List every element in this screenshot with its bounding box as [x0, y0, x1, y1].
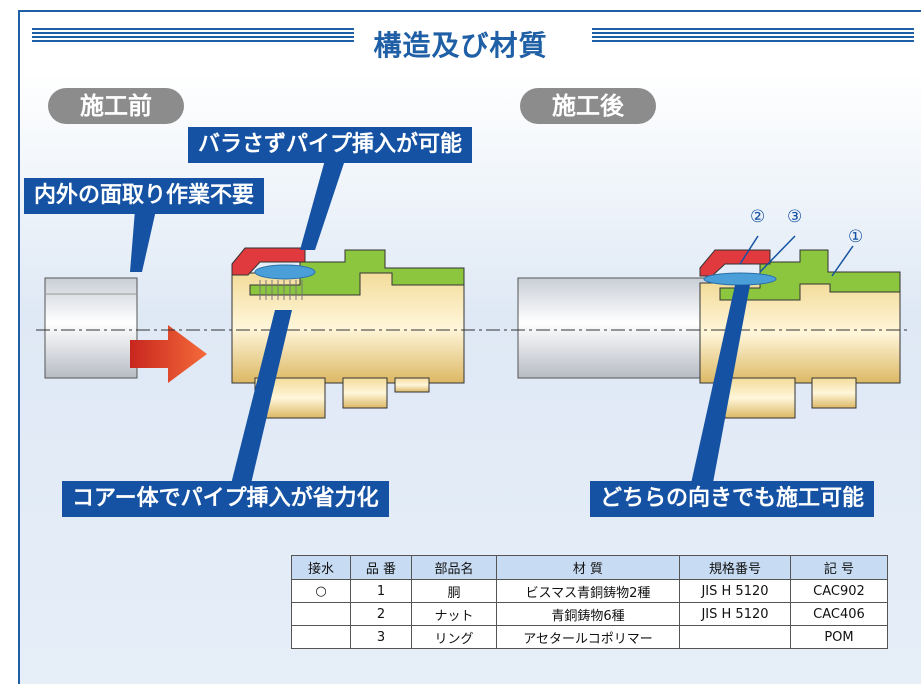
- callout-either-direction: どちらの向きでも施工可能: [590, 481, 875, 517]
- leader-bottom-right: [690, 285, 750, 488]
- col-header-part-no: 品 番: [350, 555, 412, 580]
- page-title: 構造及び材質: [373, 29, 548, 62]
- table-cell: 2: [350, 602, 412, 626]
- table-cell: POM: [790, 625, 888, 649]
- table-cell: ○: [291, 579, 351, 603]
- before-label: 施工前: [48, 88, 184, 124]
- part-number-3: ③: [787, 207, 802, 227]
- table-cell: リング: [411, 625, 497, 649]
- table-row: ○ 1 胴 ビスマス青銅鋳物2種 JIS H 5120 CAC902: [291, 579, 888, 603]
- leader-left: [130, 210, 156, 272]
- pipe-after: [517, 277, 729, 379]
- table-cell: [291, 602, 351, 626]
- insert-arrow: [130, 325, 207, 383]
- materials-table: 接水 品 番 部品名 材 質 規格番号 記 号 ○ 1 胴 ビスマス青銅鋳物2種…: [291, 555, 888, 649]
- table-row: 2 ナット 青銅鋳物6種 JIS H 5120 CAC406: [291, 602, 888, 626]
- callout-no-chamfer: 内外の面取り作業不要: [24, 178, 265, 214]
- table-cell: 1: [350, 579, 412, 603]
- table-cell: ビスマス青銅鋳物2種: [496, 579, 680, 603]
- table-cell: [679, 625, 791, 649]
- table-cell: ナット: [411, 602, 497, 626]
- part-number-1: ①: [848, 227, 863, 247]
- table-row: 3 リング アセタールコポリマー POM: [291, 625, 888, 649]
- leader-bottom-left: [230, 310, 292, 488]
- table-cell: JIS H 5120: [679, 579, 791, 603]
- col-header-wetted: 接水: [291, 555, 351, 580]
- table-cell: 胴: [411, 579, 497, 603]
- table-cell: CAC902: [790, 579, 888, 603]
- table-cell: CAC406: [790, 602, 888, 626]
- table-cell: JIS H 5120: [679, 602, 791, 626]
- col-header-symbol: 記 号: [790, 555, 888, 580]
- table-cell: アセタールコポリマー: [496, 625, 680, 649]
- col-header-material: 材 質: [496, 555, 680, 580]
- pipe-before: [44, 277, 138, 379]
- part-number-2: ②: [750, 207, 765, 227]
- table-cell: 青銅鋳物6種: [496, 602, 680, 626]
- callout-core-integrated: コアー体でパイプ挿入が省力化: [62, 481, 389, 517]
- header-rule-left: [32, 28, 354, 42]
- callout-no-disassembly: バラさずパイプ挿入が可能: [188, 127, 473, 163]
- table-header-row: 接水 品 番 部品名 材 質 規格番号 記 号: [291, 555, 888, 580]
- leader-top: [300, 160, 345, 250]
- after-label: 施工後: [520, 88, 656, 124]
- table-cell: 3: [350, 625, 412, 649]
- header-rule-right: [592, 28, 914, 42]
- table-cell: [291, 625, 351, 649]
- col-header-part-name: 部品名: [411, 555, 497, 580]
- col-header-standard: 規格番号: [679, 555, 791, 580]
